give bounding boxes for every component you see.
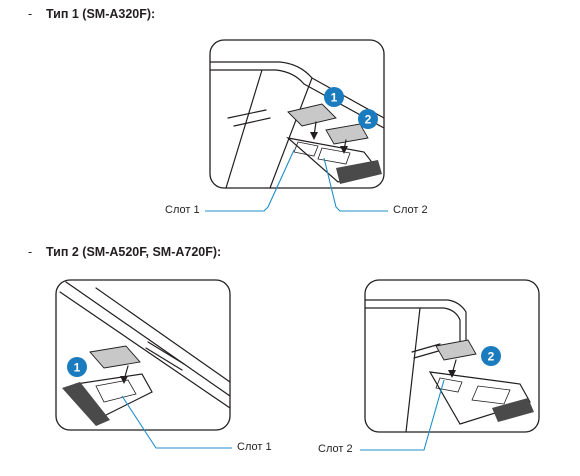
- sim-card-2: [435, 339, 477, 361]
- bullet-dash: -: [28, 7, 33, 21]
- phone-side-line: [405, 307, 421, 432]
- heading-type2: -Тип 2 (SM-A520F, SM-A720F):: [28, 245, 221, 259]
- slot-opening: [411, 343, 441, 353]
- step-badge-2: [358, 109, 378, 129]
- figure2-illustration: 1: [55, 279, 232, 449]
- phone-corner-line: [269, 77, 313, 188]
- heading-type2-text: Тип 2 (SM-A520F, SM-A720F):: [46, 245, 222, 259]
- callout-slot1: [205, 149, 295, 212]
- phone-side-line: [225, 69, 263, 188]
- tray-slot-2: [471, 385, 511, 405]
- slot-opening: [147, 341, 185, 365]
- step-badge-2-number: 2: [365, 113, 372, 127]
- tray-pin-end: [336, 160, 382, 184]
- figure1-illustration: 1 2: [205, 39, 388, 212]
- sim-card-2: [325, 123, 369, 145]
- phone-edge-inner: [59, 291, 230, 409]
- figure1-slot2-label: Слот 2: [393, 204, 428, 216]
- heading-type1: -Тип 1 (SM-A320F):: [28, 7, 155, 21]
- slot-opening: [145, 347, 183, 371]
- figure3-illustration: 2: [360, 279, 540, 451]
- phone-top-edge-inner: [365, 307, 461, 343]
- insert-arrow-head: [448, 370, 456, 378]
- bullet-dash: -: [28, 245, 33, 259]
- tray-slot-1: [435, 377, 463, 393]
- slot-opening: [233, 117, 271, 127]
- phone-top-edge: [365, 299, 467, 343]
- tray-slot-1: [95, 379, 137, 403]
- insert-arrow-head: [120, 376, 128, 384]
- callout-slot2: [360, 379, 445, 451]
- callout-slot1: [121, 395, 232, 449]
- tray-slot-1: [293, 141, 319, 157]
- step-badge-1: [324, 87, 344, 107]
- insert-arrow-head: [340, 146, 348, 154]
- figure1-slot1-label: Слот 1: [165, 204, 200, 216]
- phone-edge-top: [95, 287, 230, 383]
- tray-pin-end: [62, 382, 110, 426]
- step-badge-1-number: 1: [74, 361, 81, 375]
- sim-tray: [428, 371, 531, 425]
- sim-card-1: [89, 345, 141, 369]
- slot-opening: [227, 109, 267, 119]
- step-badge-1-number: 1: [331, 91, 338, 105]
- callout-slot2: [323, 157, 388, 212]
- heading-type1-text: Тип 1 (SM-A320F):: [46, 7, 156, 21]
- sim-card-1: [287, 103, 337, 127]
- step-badge-1: [67, 357, 87, 377]
- figure2-slot1-label: Слот 1: [237, 441, 272, 453]
- tray-pin-end: [492, 398, 534, 422]
- tray-slot-2: [317, 147, 351, 165]
- phone-top-edge-inner: [210, 69, 384, 129]
- phone-edge: [65, 281, 230, 397]
- slot-opening: [413, 349, 443, 359]
- step-badge-2-number: 2: [488, 350, 495, 364]
- step-badge-2: [481, 346, 501, 366]
- insert-arrow-head: [310, 132, 318, 140]
- figure3-slot2-label: Слот 2: [318, 443, 353, 455]
